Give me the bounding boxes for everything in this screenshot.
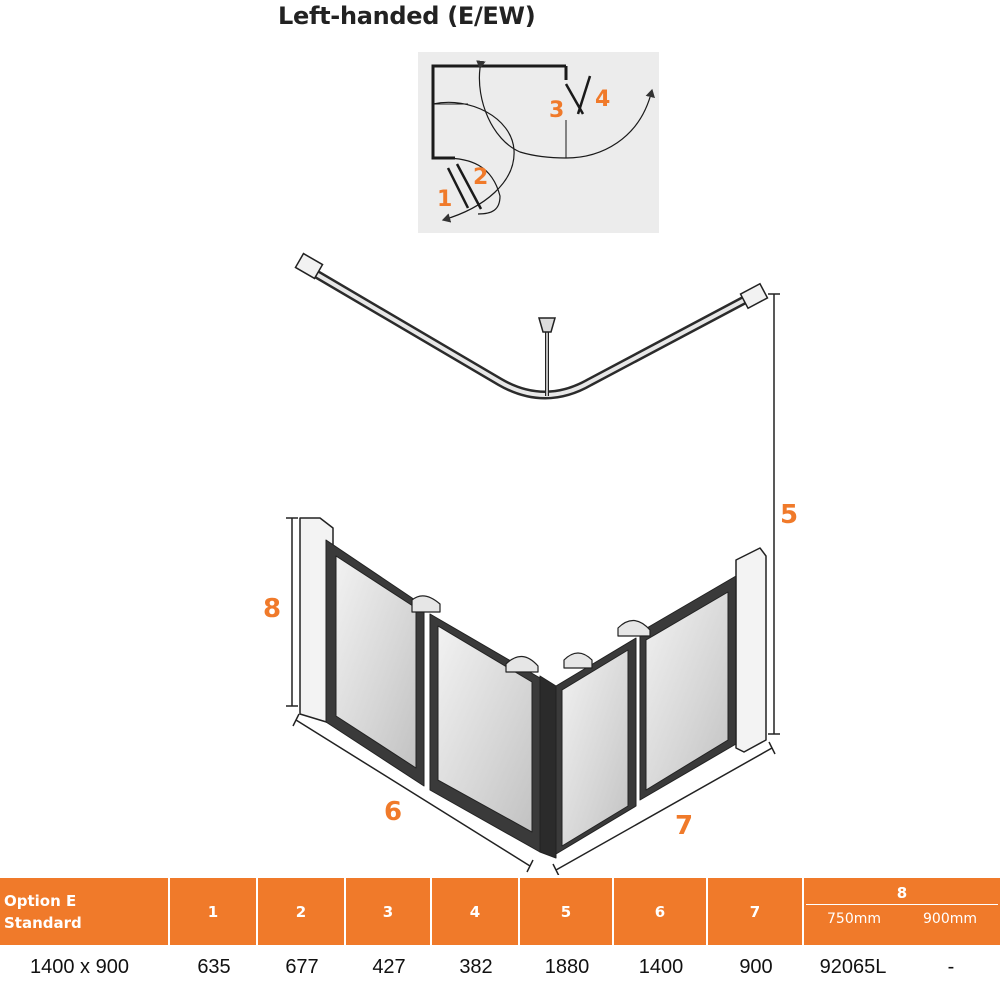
column-header-5: 5 bbox=[520, 878, 614, 945]
specification-table: Option E Standard 1 2 3 4 5 6 7 8 750mm … bbox=[0, 878, 1000, 989]
cell-8: 92065L - bbox=[804, 945, 1000, 989]
cell-8-900: - bbox=[947, 955, 955, 978]
option-header: Option E Standard bbox=[0, 878, 170, 945]
dimension-label-6: 6 bbox=[384, 797, 402, 827]
dimension-label-7: 7 bbox=[675, 811, 693, 841]
panel-4-line bbox=[576, 75, 592, 115]
column-header-6: 6 bbox=[614, 878, 708, 945]
column-header-8: 8 750mm 900mm bbox=[804, 878, 1000, 945]
plan-label-2: 2 bbox=[473, 165, 488, 190]
curtain-rail bbox=[294, 252, 769, 400]
cell-1: 635 bbox=[197, 955, 231, 978]
column-header-8-750: 750mm bbox=[827, 911, 881, 927]
column-header-7: 7 bbox=[708, 878, 804, 945]
plan-view bbox=[431, 60, 655, 223]
cell-3: 427 bbox=[372, 955, 406, 978]
cell-2: 677 bbox=[285, 955, 319, 978]
plan-label-3: 3 bbox=[549, 98, 564, 123]
option-header-line2: Standard bbox=[4, 913, 82, 932]
panel-2-line bbox=[455, 163, 483, 210]
cell-4: 382 bbox=[459, 955, 493, 978]
column-header-1: 1 bbox=[170, 878, 258, 945]
column-header-3: 3 bbox=[346, 878, 432, 945]
page-title: Left-handed (E/EW) bbox=[278, 2, 536, 30]
plan-label-4: 4 bbox=[595, 87, 610, 112]
dimension-label-5: 5 bbox=[780, 500, 798, 530]
shower-enclosure-diagram: 1 2 3 4 bbox=[263, 60, 798, 875]
column-header-8-900: 900mm bbox=[923, 911, 977, 927]
column-header-2: 2 bbox=[258, 878, 346, 945]
plan-label-1: 1 bbox=[437, 187, 452, 212]
cell-size: 1400 x 900 bbox=[30, 955, 129, 978]
option-header-line1: Option E bbox=[4, 891, 77, 910]
dimension-lines bbox=[286, 293, 780, 875]
cell-5: 1880 bbox=[544, 955, 590, 978]
cell-6: 1400 bbox=[638, 955, 684, 978]
panel-1-line bbox=[446, 167, 470, 209]
cell-8-750: 92065L bbox=[819, 955, 887, 978]
dimension-label-8: 8 bbox=[263, 594, 281, 624]
table-header-row: Option E Standard 1 2 3 4 5 6 7 8 750mm … bbox=[0, 878, 1000, 945]
door-plan-diagram bbox=[418, 52, 659, 233]
cell-7: 900 bbox=[739, 955, 773, 978]
column-header-4: 4 bbox=[432, 878, 520, 945]
plan-labels: 1 2 3 4 bbox=[437, 87, 610, 212]
table-row: 1400 x 900 635 677 427 382 1880 1400 900… bbox=[0, 945, 1000, 989]
shower-panels bbox=[299, 517, 767, 859]
column-header-8-label: 8 bbox=[896, 884, 908, 902]
dimension-labels: 5 6 7 8 bbox=[263, 500, 798, 841]
